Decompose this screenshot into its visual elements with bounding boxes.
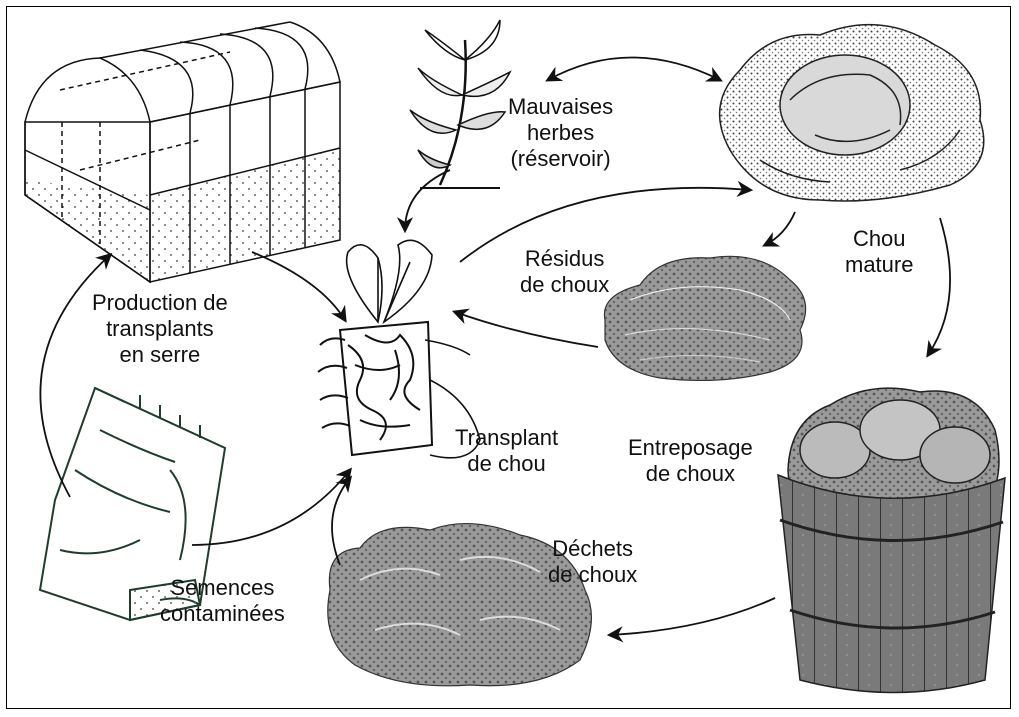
arrow-serre-transplant bbox=[252, 252, 345, 320]
arrow-herbes-chou bbox=[548, 58, 720, 81]
label-semences: Semences contaminées bbox=[160, 575, 285, 627]
label-chou-mature: Chou mature bbox=[845, 226, 913, 278]
mature-cabbage-icon bbox=[720, 25, 984, 201]
weed-plant-icon bbox=[410, 20, 510, 188]
cabbage-basket-icon bbox=[778, 388, 1005, 692]
arrow-chou-residus bbox=[765, 212, 795, 245]
label-transplant: Transplant de chou bbox=[455, 425, 558, 477]
label-mauvaises-herbes: Mauvaises herbes (réservoir) bbox=[508, 94, 613, 172]
label-residus: Résidus de choux bbox=[520, 246, 609, 298]
label-production: Production de transplants en serre bbox=[92, 290, 228, 368]
arrow-residus-transplant bbox=[455, 312, 598, 347]
arrow-entreposage-dechets bbox=[610, 598, 775, 635]
arrow-chou-entreposage bbox=[928, 218, 950, 355]
label-entreposage: Entreposage de choux bbox=[628, 435, 753, 487]
greenhouse-icon bbox=[25, 22, 340, 282]
label-dechets: Déchets de choux bbox=[548, 536, 637, 588]
cabbage-residue-icon bbox=[604, 256, 805, 380]
